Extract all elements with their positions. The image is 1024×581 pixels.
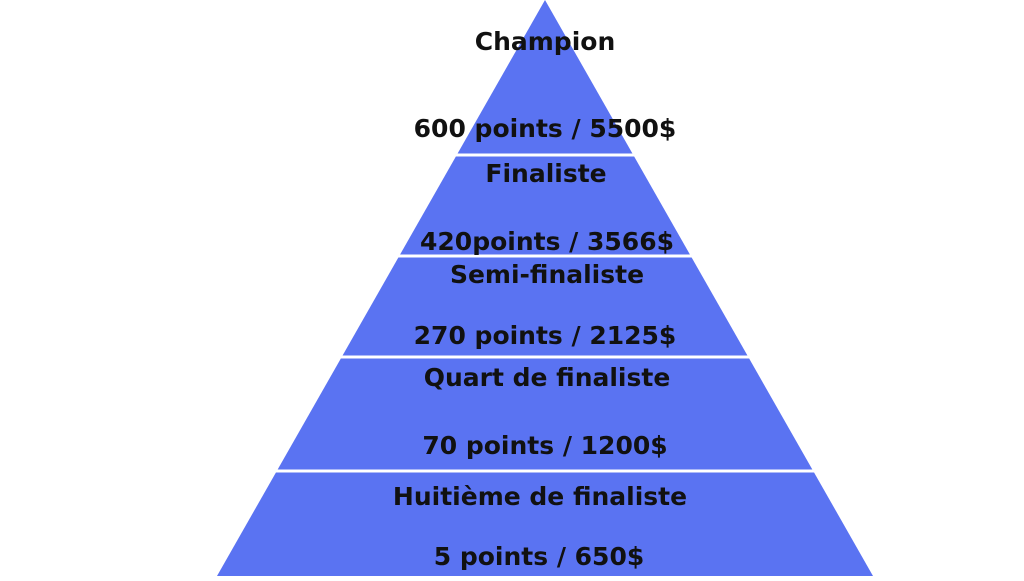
level-semi-finaliste-detail: 270 points / 2125$ — [414, 321, 677, 350]
level-champion-title: Champion — [475, 27, 616, 56]
pyramid-shape — [217, 0, 873, 576]
level-semi-finaliste-title: Semi-finaliste — [450, 260, 644, 289]
level-finaliste-detail: 420points / 3566$ — [420, 227, 674, 256]
level-champion-detail: 600 points / 5500$ — [414, 114, 677, 143]
level-huitieme-de-finaliste-title: Huitième de finaliste — [393, 482, 687, 511]
level-quart-de-finaliste-title: Quart de finaliste — [424, 363, 671, 392]
level-finaliste-title: Finaliste — [485, 159, 606, 188]
level-huitieme-de-finaliste-detail: 5 points / 650$ — [434, 542, 645, 571]
level-quart-de-finaliste-detail: 70 points / 1200$ — [422, 431, 667, 460]
